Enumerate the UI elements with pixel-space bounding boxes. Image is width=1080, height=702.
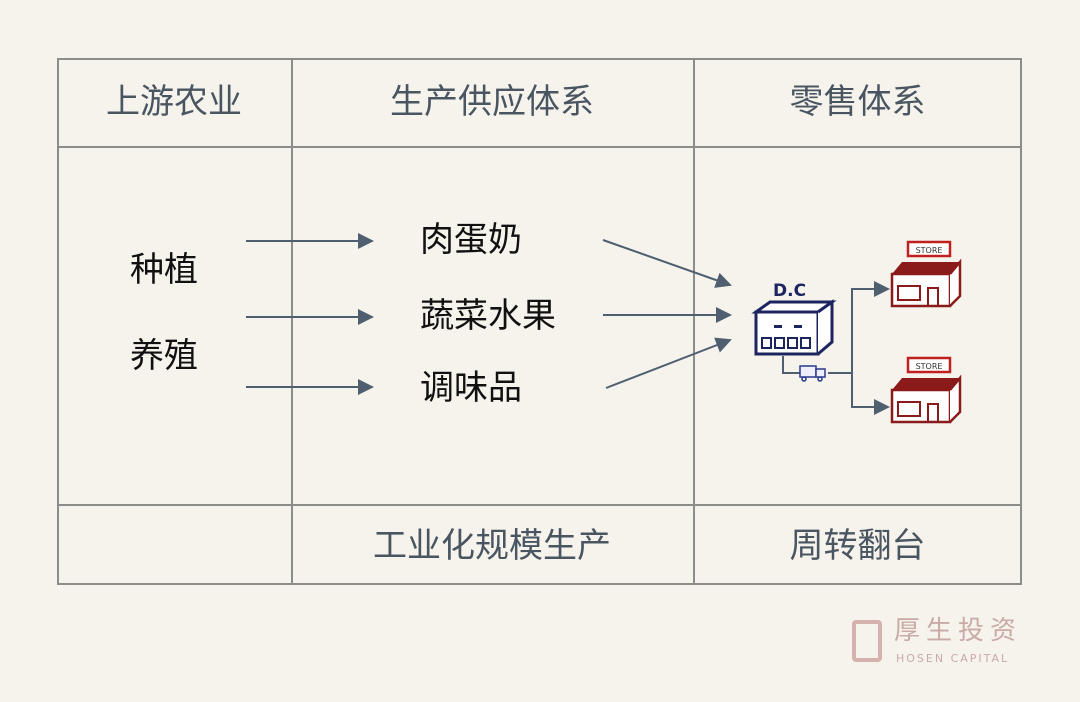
truck-icon	[799, 365, 826, 382]
distribution-center-icon: D.C	[751, 281, 837, 356]
divider	[693, 60, 695, 583]
logo-en: HOSEN CAPITAL	[896, 652, 1010, 665]
header-retail: 零售体系	[789, 82, 926, 122]
arrow	[602, 239, 732, 288]
arrow	[605, 337, 732, 389]
divider	[59, 504, 1020, 506]
svg-text:D.C: D.C	[773, 281, 806, 301]
divider	[291, 60, 293, 583]
header-production: 生产供应体系	[390, 82, 594, 122]
divider	[59, 146, 1020, 148]
logo-mark-icon	[852, 620, 882, 662]
footer-production: 工业化规模生产	[373, 526, 611, 566]
logo-cn: 厚生投资	[894, 616, 1023, 646]
production-item: 肉蛋奶	[420, 220, 522, 260]
footer-retail: 周转翻台	[789, 526, 926, 566]
store-icon: STORE	[890, 240, 962, 308]
diagram-table	[57, 58, 1022, 585]
production-item: 调味品	[420, 368, 522, 408]
svg-text:STORE: STORE	[916, 246, 943, 255]
store-icon: STORE	[890, 356, 962, 424]
upstream-item: 种植	[130, 250, 198, 290]
upstream-item: 养殖	[130, 336, 198, 376]
header-upstream: 上游农业	[106, 82, 242, 122]
svg-text:STORE: STORE	[916, 362, 943, 371]
production-item: 蔬菜水果	[420, 296, 556, 336]
arrow	[851, 281, 890, 370]
arrow	[851, 370, 890, 415]
